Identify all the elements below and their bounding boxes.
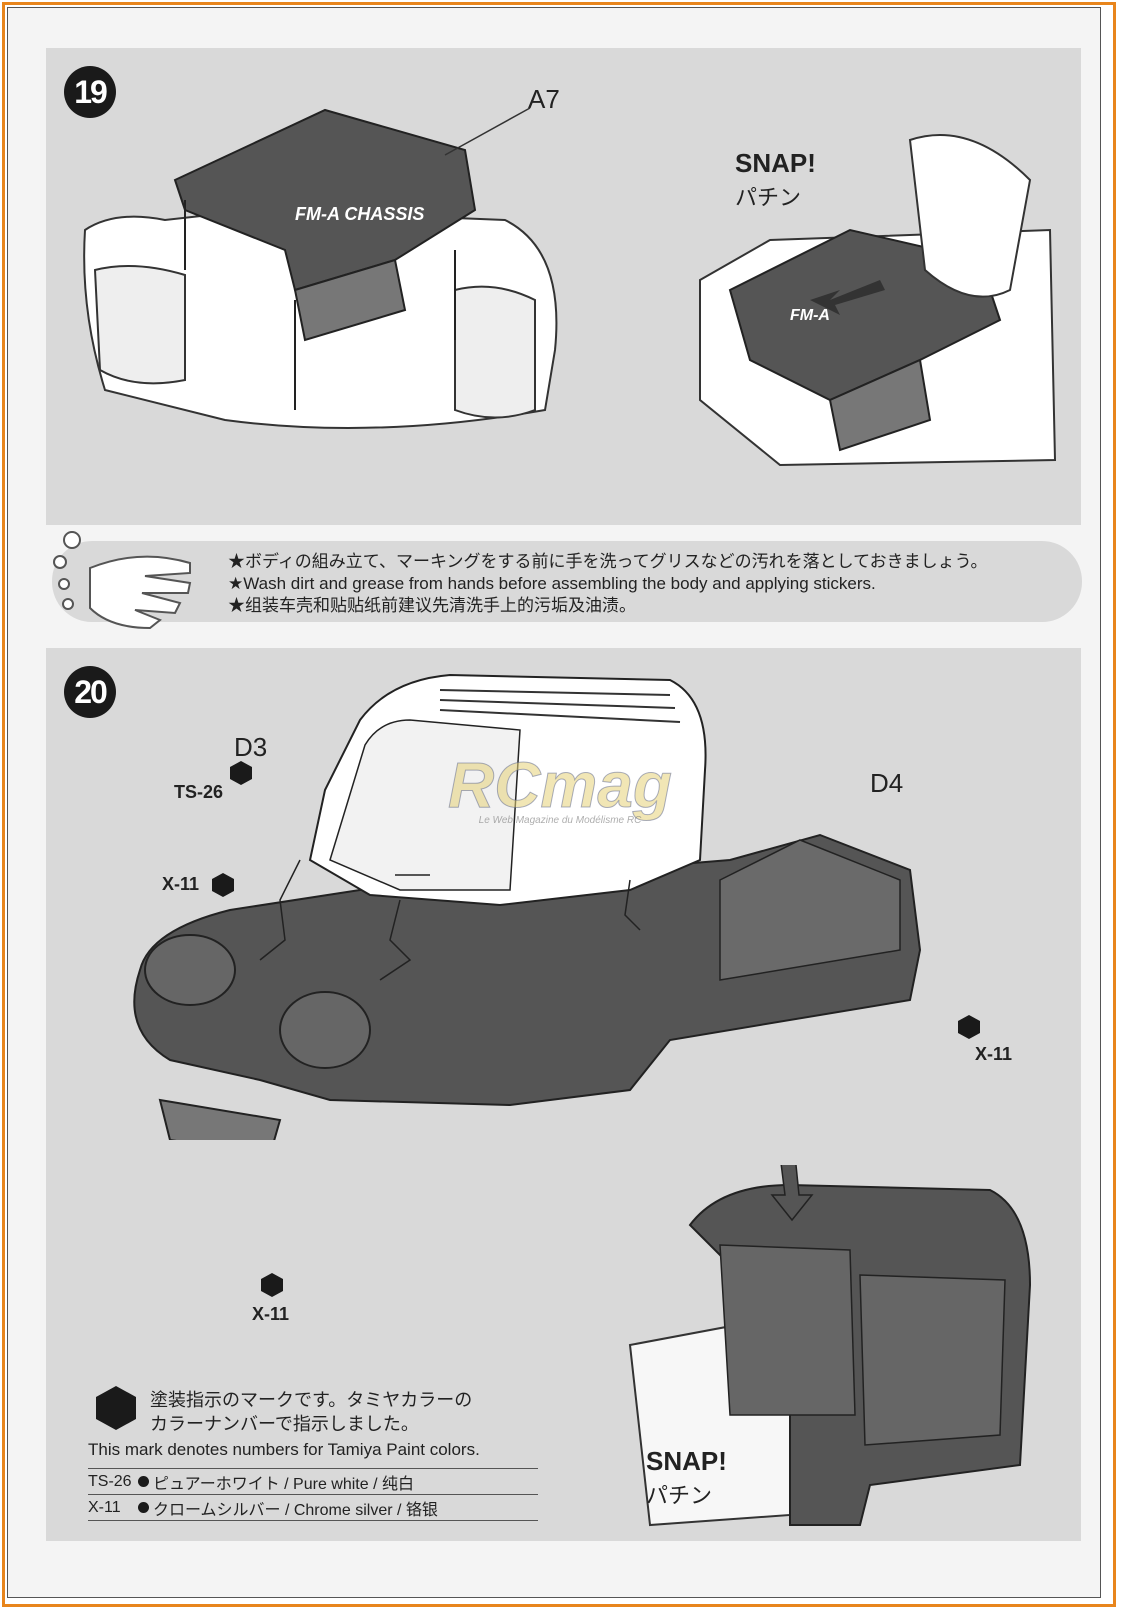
- step-19-badge: 19: [64, 66, 116, 118]
- chassis-cover-illustration: FM-A CHASSIS: [83, 108, 558, 429]
- paint-hex-icon-ts26: [230, 761, 252, 785]
- paint-row-desc: クロームシルバー / Chrome silver / 铬银: [153, 1501, 438, 1519]
- snap-text-en: SNAP!: [735, 148, 816, 178]
- watermark-logo: RCmag: [447, 749, 673, 821]
- cab-snap-illustration: [628, 1165, 1032, 1527]
- notice-jp: ★ボディの組み立て、マーキングをする前に手を洗ってグリスなどの汚れを落としておき…: [228, 552, 988, 571]
- wash-hands-notice: [52, 541, 1082, 622]
- notice-en: ★Wash dirt and grease from hands before …: [228, 574, 876, 593]
- washing-hands-icon: [53, 531, 192, 630]
- paint-hex-icon-x11-top: [212, 873, 234, 897]
- paint-row-desc: ピュアーホワイト / Pure white / 纯白: [153, 1475, 414, 1493]
- step-20-badge: 20: [64, 666, 116, 718]
- legend-jp-line1: 塗装指示のマークです。タミヤカラーの: [150, 1390, 473, 1410]
- part-a7-label: A7: [528, 84, 560, 114]
- legend-en-line: This mark denotes numbers for Tamiya Pai…: [88, 1440, 480, 1459]
- paint-row-ts26: TS-26 ピュアーホワイト / Pure white / 纯白: [88, 1469, 538, 1495]
- paint-code-x11-top: X-11: [162, 874, 200, 894]
- paint-legend-hex-icon: [96, 1386, 136, 1430]
- a7-leader-line: [444, 107, 531, 156]
- paint-row-code: TS-26: [88, 1472, 132, 1490]
- paint-table: TS-26 ピュアーホワイト / Pure white / 纯白 X-11 クロ…: [88, 1468, 538, 1521]
- paint-dot-icon: [138, 1476, 149, 1487]
- svg-text:FM-A: FM-A: [790, 307, 830, 324]
- watermark-tagline: Le Web Magazine du Modélisme RC: [478, 815, 642, 826]
- paint-row-code: X-11: [88, 1498, 121, 1516]
- body-assembly-illustration: [133, 673, 922, 1140]
- paint-hex-icon-x11-right: [958, 1015, 980, 1039]
- paint-legend: 塗装指示のマークです。タミヤカラーの カラーナンバーで指示しました。 This …: [88, 1388, 538, 1521]
- part-d3-label: D3: [234, 732, 268, 762]
- part-d4-label: D4: [870, 768, 904, 798]
- paint-dot-icon: [138, 1502, 149, 1513]
- notice-text: ★ボディの組み立て、マーキングをする前に手を洗ってグリスなどの汚れを落としておき…: [228, 551, 988, 617]
- notice-cn: ★组装车壳和贴贴纸前建议先清洗手上的污垢及油渍。: [228, 596, 636, 615]
- snap-detail-illustration: FM-A: [699, 134, 1057, 467]
- rcmag-watermark: RCmag Le Web Magazine du Modélisme RC: [420, 749, 700, 827]
- snap-text-jp: パチン: [735, 185, 802, 210]
- snap-text-en-bottom: SNAP!: [646, 1446, 727, 1476]
- paint-code-x11-right: X-11: [975, 1044, 1013, 1064]
- snap-text-jp-bottom: パチン: [646, 1483, 713, 1508]
- paint-code-x11-bottom: X-11: [252, 1304, 290, 1324]
- svg-text:FM-A CHASSIS: FM-A CHASSIS: [295, 204, 424, 224]
- legend-jp-line2: カラーナンバーで指示しました。: [150, 1414, 419, 1434]
- paint-row-x11: X-11 クロームシルバー / Chrome silver / 铬银: [88, 1495, 538, 1521]
- paint-code-ts26: TS-26: [174, 782, 224, 802]
- paint-hex-icon-x11-bottom: [261, 1273, 283, 1297]
